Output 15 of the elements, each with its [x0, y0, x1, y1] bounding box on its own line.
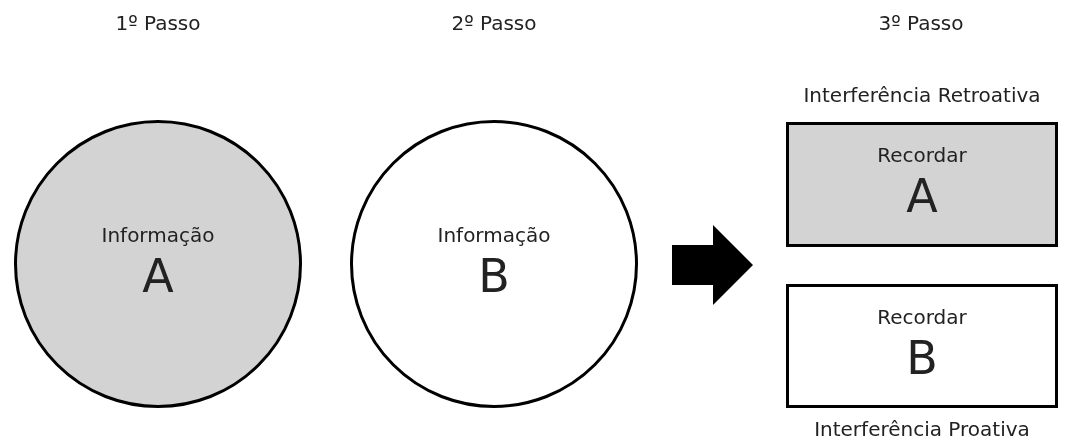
- node-letter: B: [478, 247, 510, 305]
- recall-box: [786, 284, 1058, 408]
- node-letter: B: [906, 329, 938, 387]
- interference-label: Interferência Proativa: [813, 416, 1031, 443]
- recall-box: [786, 122, 1058, 247]
- step-heading: 1º Passo: [114, 10, 202, 37]
- interference-label: Interferência Retroativa: [802, 82, 1042, 109]
- node-heading: Informação: [437, 222, 551, 248]
- step-heading: 3º Passo: [877, 10, 965, 37]
- node-letter: A: [906, 168, 938, 226]
- step-heading: 2º Passo: [450, 10, 538, 37]
- node-letter: A: [142, 247, 174, 305]
- node-heading: Informação: [101, 222, 215, 248]
- node-heading: Recordar: [877, 304, 967, 330]
- node-heading: Recordar: [877, 143, 967, 169]
